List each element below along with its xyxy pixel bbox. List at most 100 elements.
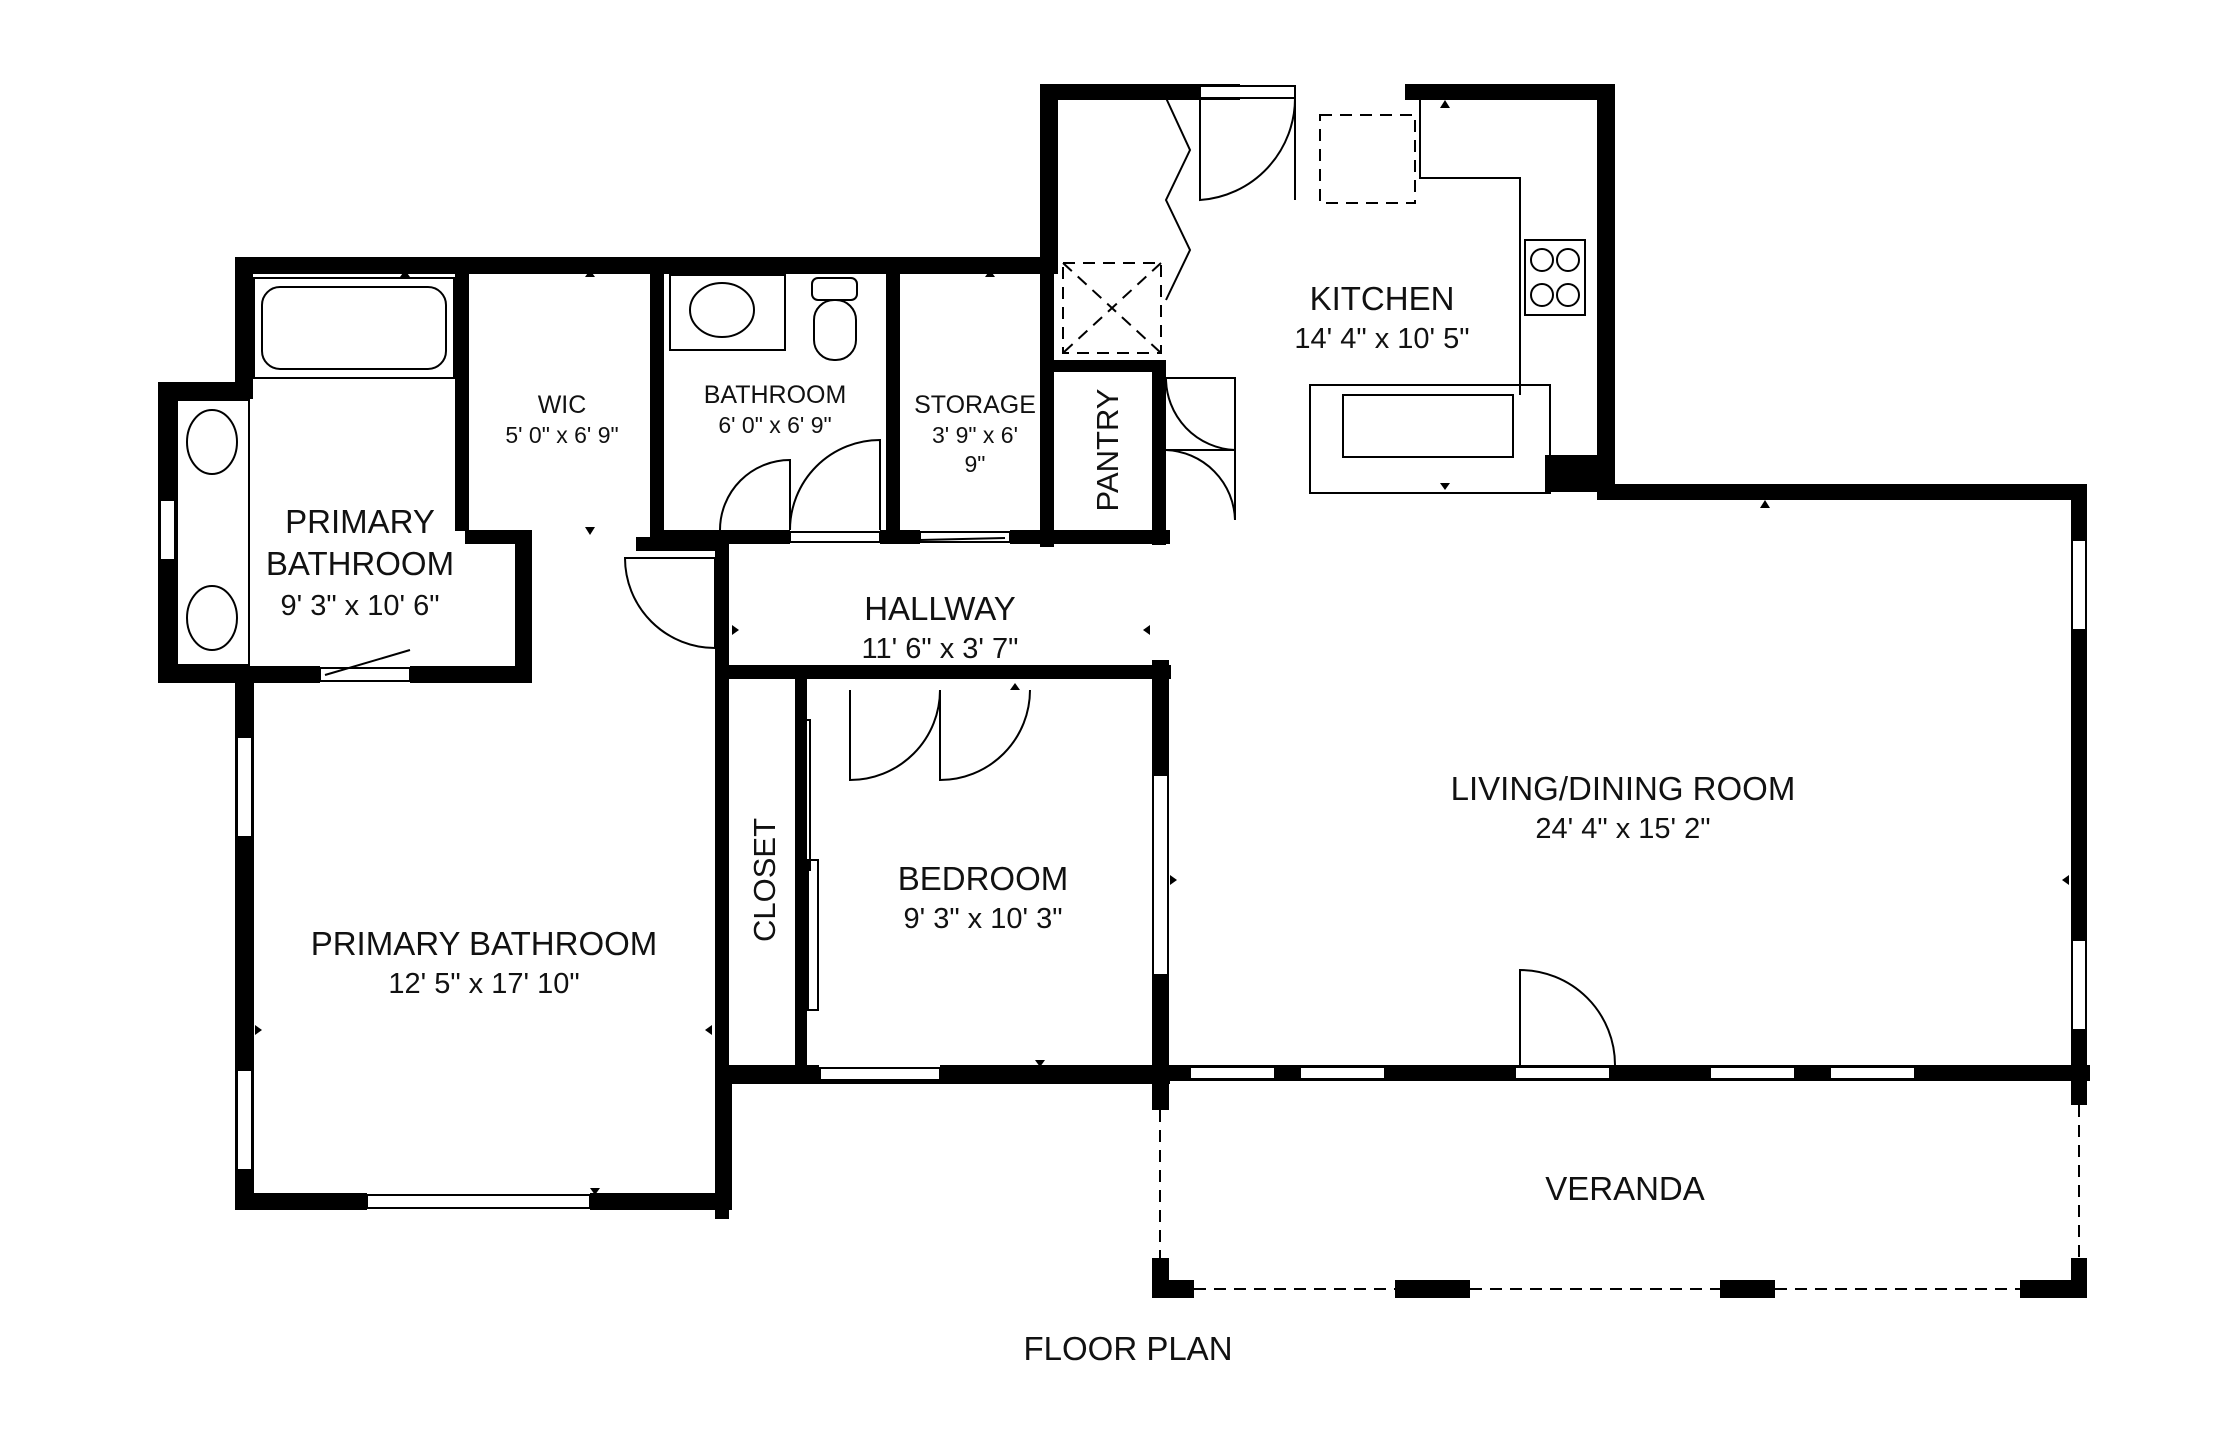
marker xyxy=(585,270,595,277)
storage-size-line2: 9" xyxy=(965,451,986,477)
window xyxy=(919,531,1011,543)
bath-counter xyxy=(669,274,786,351)
window xyxy=(1299,1066,1386,1080)
window xyxy=(236,1069,253,1171)
sink xyxy=(1342,394,1514,458)
marker xyxy=(1440,100,1450,108)
primary-bathroom-large-size: 12' 5" x 17' 10" xyxy=(388,968,579,1000)
wic-name: WIC xyxy=(538,391,587,419)
wall xyxy=(2020,1280,2087,1298)
window xyxy=(819,1067,941,1081)
wall xyxy=(1040,257,1054,547)
bathtub-inner xyxy=(261,286,447,370)
marker xyxy=(400,270,410,277)
wall xyxy=(515,530,532,683)
wall xyxy=(1597,84,1615,492)
bathroom-size: 6' 0" x 6' 9" xyxy=(718,412,831,438)
marker xyxy=(515,630,522,640)
wall xyxy=(636,537,720,551)
primary-bathroom-small-name-1: PRIMARY xyxy=(285,503,435,540)
wall xyxy=(235,257,1058,274)
appliance-outline xyxy=(1062,262,1162,354)
marker xyxy=(2062,875,2069,885)
hallway-name: HALLWAY xyxy=(864,590,1016,627)
wall xyxy=(886,257,900,537)
bedroom-size: 9' 3" x 10' 3" xyxy=(903,903,1062,935)
wall xyxy=(715,1070,1170,1084)
wall xyxy=(1040,84,1058,274)
wall xyxy=(715,1070,732,1210)
primary-bathroom-small-size: 9' 3" x 10' 6" xyxy=(280,590,439,622)
burner xyxy=(1530,283,1554,307)
wall xyxy=(1597,484,2087,500)
window xyxy=(2071,939,2087,1031)
doors xyxy=(324,97,1616,1066)
burner xyxy=(1530,248,1554,272)
wall xyxy=(410,666,532,683)
door-swing xyxy=(1519,968,1616,1066)
wall xyxy=(455,257,469,531)
wall xyxy=(715,665,1171,679)
window xyxy=(1829,1066,1916,1080)
wall xyxy=(590,1193,730,1210)
wall xyxy=(235,257,253,387)
wall xyxy=(1040,360,1166,372)
window xyxy=(236,736,253,838)
marker xyxy=(1170,875,1177,885)
sink xyxy=(689,282,755,338)
sink xyxy=(186,409,238,475)
door-swing xyxy=(1199,97,1297,202)
wall xyxy=(1152,1065,2090,1081)
sink xyxy=(186,585,238,651)
window xyxy=(789,531,881,543)
closet-name: CLOSET xyxy=(747,818,782,942)
window xyxy=(366,1194,591,1209)
windows xyxy=(159,85,2087,1209)
hallway-size: 11' 6" x 3' 7" xyxy=(862,633,1019,665)
appliance-outline xyxy=(1319,114,1416,204)
veranda-name: VERANDA xyxy=(1545,1170,1705,1207)
marker xyxy=(1010,683,1020,690)
door-swing xyxy=(939,689,1031,782)
marker xyxy=(255,1025,262,1035)
wall xyxy=(880,530,920,544)
toilet-tank xyxy=(811,277,858,301)
walls xyxy=(158,84,2090,1298)
marker xyxy=(705,1025,712,1035)
appliance-outline xyxy=(1062,262,1162,354)
closet-door xyxy=(799,719,811,871)
measure-markers xyxy=(255,100,2069,1195)
window xyxy=(1514,1066,1611,1080)
closet-door xyxy=(807,859,819,1011)
fixtures xyxy=(176,100,2080,1290)
pantry-name: PANTRY xyxy=(1090,389,1125,512)
wall xyxy=(158,666,320,683)
wall xyxy=(1040,84,1240,100)
wall xyxy=(465,530,532,544)
storage-size-line1: 3' 9" x 6' xyxy=(932,422,1018,448)
vanity xyxy=(176,399,250,666)
burner xyxy=(1556,248,1580,272)
stove xyxy=(1524,239,1586,316)
wall xyxy=(2071,1065,2087,1105)
window xyxy=(1189,1066,1276,1080)
wic-size: 5' 0" x 6' 9" xyxy=(505,422,618,448)
door-swing xyxy=(1164,97,1192,301)
door-swing xyxy=(789,438,881,531)
door-swing xyxy=(324,649,411,676)
primary-bathroom-large-name: PRIMARY BATHROOM xyxy=(311,925,658,962)
window xyxy=(2071,539,2087,631)
wall xyxy=(235,1193,367,1210)
window xyxy=(159,499,176,561)
door-swing xyxy=(849,689,941,782)
kitchen-island xyxy=(1309,384,1551,494)
marker xyxy=(985,270,995,277)
window xyxy=(1152,774,1169,976)
plan-title: FLOOR PLAN xyxy=(1023,1330,1232,1367)
bedroom-name: BEDROOM xyxy=(898,860,1069,897)
window xyxy=(1199,85,1296,99)
kitchen-counter xyxy=(1419,100,1521,395)
wall xyxy=(2071,484,2087,1074)
burner xyxy=(1556,283,1580,307)
